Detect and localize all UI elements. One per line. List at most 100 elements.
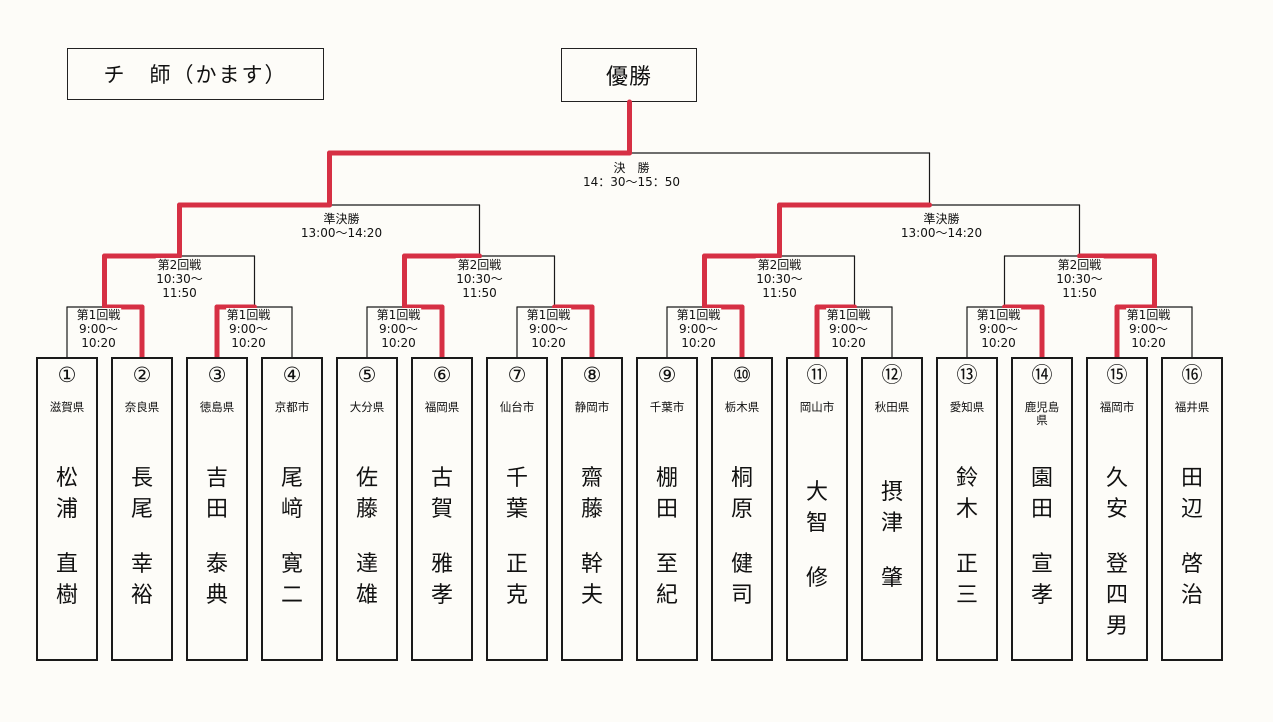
entrant-family-name: 松 浦: [55, 466, 78, 522]
entrant-family-name: 大 智: [805, 480, 828, 536]
entrant-family-name: 千 葉: [505, 466, 528, 522]
entrant-number: ⑩: [732, 363, 752, 387]
entrant-number: ⑫: [881, 363, 903, 387]
entrant-family-name: 摂 津: [880, 480, 903, 536]
entrant-number: ⑨: [657, 363, 677, 387]
entrant-given-name: 雅 孝: [430, 552, 453, 608]
round-time: 9:00〜: [379, 322, 418, 336]
round-time: 9:00〜: [79, 322, 118, 336]
entrant-name: 古 賀雅 孝: [413, 463, 471, 611]
entrant-number: ⑮: [1106, 363, 1128, 387]
round-name: 第1回戦: [676, 308, 721, 322]
round-time: 11:50: [1062, 286, 1097, 300]
entrant-prefecture: 岡山市: [799, 400, 835, 414]
entrant-name: 齋 藤幹 夫: [563, 463, 621, 611]
round-time: 13:00〜14:20: [300, 226, 383, 240]
entrant-given-name: 達 雄: [355, 552, 378, 608]
entrant-prefecture: 福岡市: [1099, 400, 1135, 414]
round-time: 9:00〜: [229, 322, 268, 336]
round-name: 第1回戦: [976, 308, 1021, 322]
round-time: 14：30〜15：50: [582, 175, 681, 189]
round-time: 9:00〜: [529, 322, 568, 336]
entrant-name: 佐 藤達 雄: [338, 463, 396, 611]
round-name: 準決勝: [323, 212, 360, 226]
round-name: 第2回戦: [1057, 258, 1102, 272]
entrant-given-name: 登 四 男: [1105, 552, 1128, 639]
round-time: 10:20: [531, 336, 566, 350]
entrant-given-name: 健 司: [730, 552, 753, 608]
round-time: 11:50: [162, 286, 197, 300]
entrant-family-name: 鈴 木: [955, 466, 978, 522]
entrant-family-name: 棚 田: [655, 466, 678, 522]
entrant-prefecture: 京都市: [274, 400, 310, 414]
round-time: 10:20: [81, 336, 116, 350]
entrant-given-name: 正 三: [955, 552, 978, 608]
round-name: 第1回戦: [226, 308, 271, 322]
entrant-name: 鈴 木正 三: [938, 463, 996, 611]
round-time: 10:20: [1131, 336, 1166, 350]
round-name: 第1回戦: [76, 308, 121, 322]
entrant-prefecture: 福岡県: [424, 400, 460, 414]
entrant-number: ⑪: [806, 363, 828, 387]
entrant-box: ⑫ 秋田県摂 津肇: [861, 357, 923, 661]
entrant-prefecture: 滋賀県: [49, 400, 85, 414]
entrant-given-name: 泰 典: [205, 552, 228, 608]
entrant-given-name: 肇: [880, 566, 903, 591]
entrant-number: ⑬: [956, 363, 978, 387]
round-time: 13:00〜14:20: [900, 226, 983, 240]
entrant-prefecture: 福井県: [1174, 400, 1210, 414]
entrant-name: 吉 田泰 典: [188, 463, 246, 611]
entrant-number: ⑧: [582, 363, 602, 387]
entrant-name: 長 尾幸 裕: [113, 463, 171, 611]
entrant-box: ② 奈良県長 尾幸 裕: [111, 357, 173, 661]
champion-label: 優勝: [605, 65, 652, 90]
entrant-name: 摂 津肇: [863, 477, 921, 594]
entrant-family-name: 佐 藤: [355, 466, 378, 522]
round-name: 第1回戦: [376, 308, 421, 322]
round-name: 第2回戦: [157, 258, 202, 272]
entrant-number: ②: [132, 363, 152, 387]
entrant-name: 久 安登 四 男: [1088, 463, 1146, 642]
entrant-prefecture: 仙台市: [499, 400, 535, 414]
entrant-given-name: 直 樹: [55, 552, 78, 608]
round-time: 9:00〜: [829, 322, 868, 336]
round-time: 10:30〜: [756, 272, 803, 286]
entrant-given-name: 幹 夫: [580, 552, 603, 608]
round-time: 10:30〜: [156, 272, 203, 286]
entrant-given-name: 啓 治: [1180, 552, 1203, 608]
round-name: 第2回戦: [457, 258, 502, 272]
entrant-given-name: 寛 二: [280, 552, 303, 608]
entrant-given-name: 幸 裕: [130, 552, 153, 608]
entrant-box: ⑯ 福井県田 辺啓 治: [1161, 357, 1223, 661]
entrant-prefecture: 奈良県: [124, 400, 160, 414]
entrant-number: ⑥: [432, 363, 452, 387]
entrant-number: ③: [207, 363, 227, 387]
entrant-number: ⑯: [1181, 363, 1203, 387]
round-time: 10:30〜: [1056, 272, 1103, 286]
round-time: 9:00〜: [679, 322, 718, 336]
entrant-family-name: 古 賀: [430, 466, 453, 522]
entrant-family-name: 長 尾: [130, 466, 153, 522]
entrant-prefecture: 鹿児島県: [1024, 400, 1060, 427]
entrant-box: ⑥ 福岡県古 賀雅 孝: [411, 357, 473, 661]
round-time: 9:00〜: [979, 322, 1018, 336]
entrant-prefecture: 秋田県: [874, 400, 910, 414]
entrant-number: ①: [57, 363, 77, 387]
entrant-family-name: 桐 原: [730, 466, 753, 522]
entrant-prefecture: 栃木県: [724, 400, 760, 414]
round-time: 9:00〜: [1129, 322, 1168, 336]
entrant-name: 田 辺啓 治: [1163, 463, 1221, 611]
round-name: 第1回戦: [526, 308, 571, 322]
entrant-number: ④: [282, 363, 302, 387]
